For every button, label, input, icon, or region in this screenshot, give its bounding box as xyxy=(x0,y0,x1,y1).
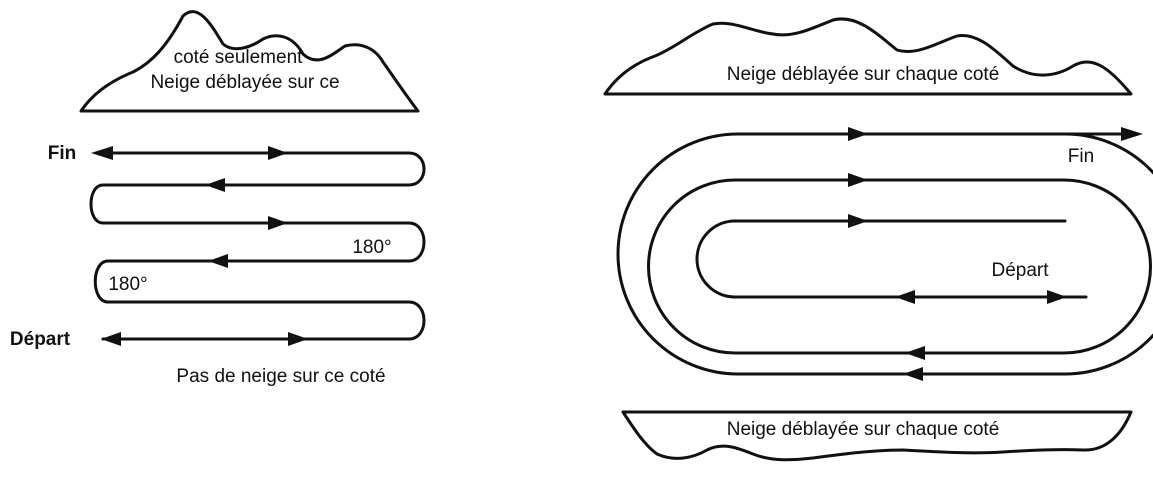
turn-label-lower: 180° xyxy=(108,274,147,295)
oval-inner xyxy=(697,221,1065,297)
flow-arrow-row3 xyxy=(268,216,288,230)
flow-arrow-middle-top xyxy=(848,173,868,187)
oval-loop-2 xyxy=(649,180,1151,353)
flow-arrow-inner-top xyxy=(848,214,868,228)
back-and-forth-pattern: Neige déblayée sur ce coté seulement Fin… xyxy=(10,12,424,387)
oval-loop-pattern: Neige déblayée sur chaque coté Fin Dépar… xyxy=(605,19,1153,460)
depart-arrow xyxy=(101,332,121,346)
snow-note-line1: Neige déblayée sur ce xyxy=(150,72,339,93)
no-snow-note: Pas de neige sur ce coté xyxy=(176,366,385,387)
rotated-figure: Neige déblayée sur ce coté seulement Fin… xyxy=(10,12,1153,460)
flow-arrow-inner-bottom xyxy=(895,290,915,304)
turn-label-upper: 180° xyxy=(352,237,391,258)
snow-note-line2: coté seulement xyxy=(174,47,304,68)
oval-middle xyxy=(1051,221,1065,297)
flow-arrow-row1 xyxy=(268,146,288,160)
flow-arrow-middle-bottom xyxy=(905,346,925,360)
flow-arrow-outer-top xyxy=(848,127,868,141)
depart-arrow-right xyxy=(1047,290,1067,304)
fin-arrow-right xyxy=(1121,127,1143,141)
depart-label: Départ xyxy=(10,329,71,350)
flow-arrow-row2 xyxy=(205,178,225,192)
flow-arrow-row4 xyxy=(208,254,228,268)
bottom-snow-note: Neige déblayée sur chaque coté xyxy=(727,419,1000,440)
depart-label-right: Départ xyxy=(991,260,1049,281)
flow-arrow-row5 xyxy=(288,332,308,346)
top-snow-note: Neige déblayée sur chaque coté xyxy=(727,64,1000,85)
flow-arrow-outer-bottom xyxy=(903,367,923,381)
fin-label-right: Fin xyxy=(1068,146,1094,167)
fin-label: Fin xyxy=(48,143,77,164)
fin-arrow xyxy=(91,146,113,160)
